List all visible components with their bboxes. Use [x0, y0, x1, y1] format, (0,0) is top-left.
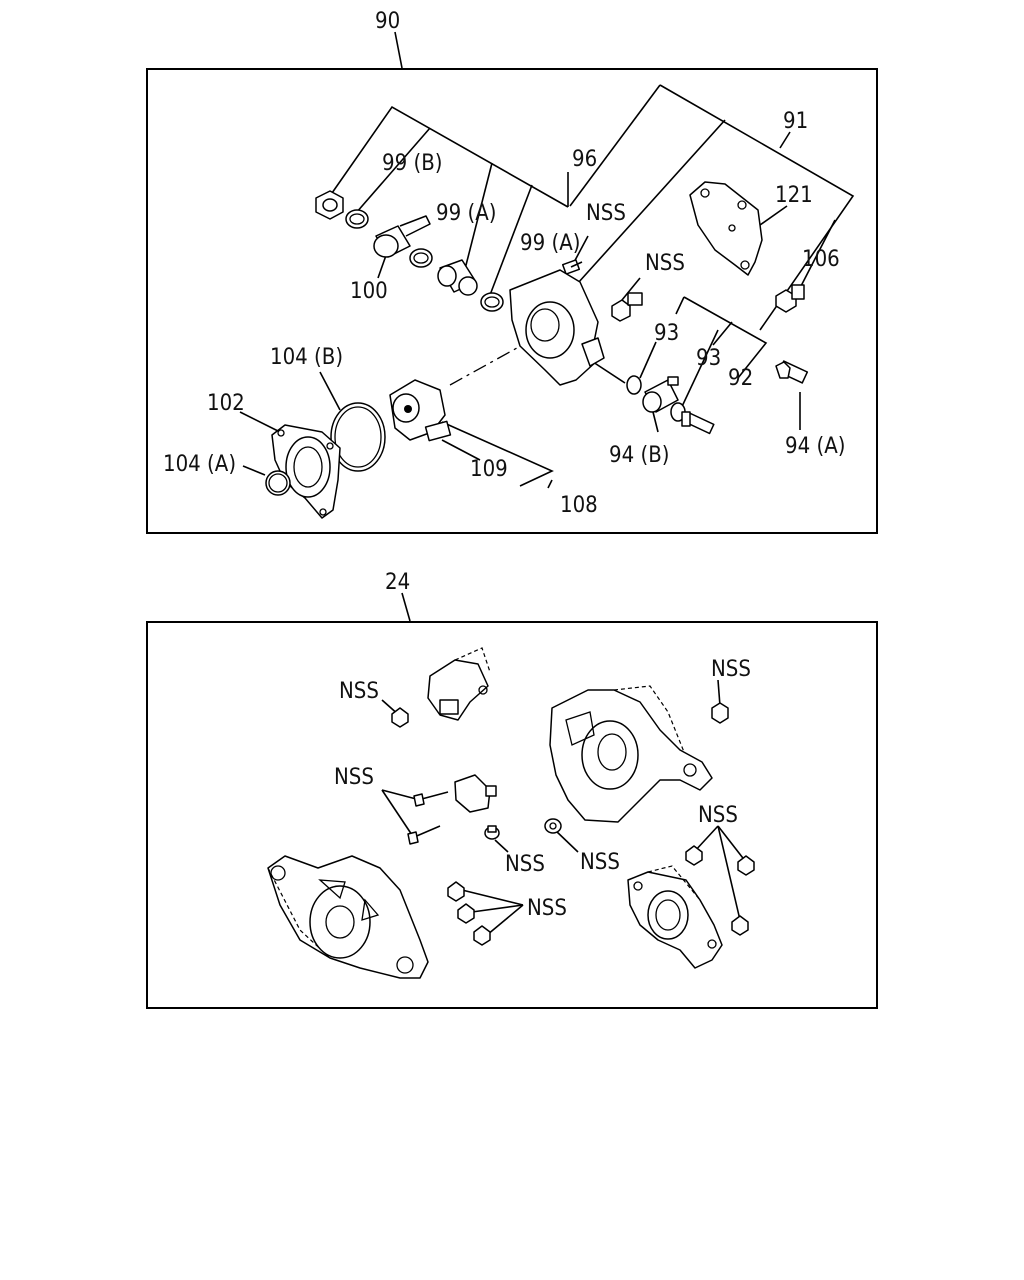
label-104a: 104 (A) — [163, 452, 236, 477]
label-nss-b6: NSS — [698, 803, 738, 828]
o-ring-part — [626, 375, 642, 395]
bolt-part — [391, 707, 409, 728]
regulator-part — [427, 647, 491, 721]
label-nss-b7: NSS — [527, 896, 567, 921]
o-ring-part — [480, 292, 504, 312]
bolt-group-right — [685, 845, 755, 936]
top-parts — [265, 181, 809, 519]
screw-part — [484, 825, 500, 840]
top-leader-lines — [239, 84, 855, 489]
large-o-ring-part — [330, 402, 386, 472]
end-plate-part — [271, 424, 341, 519]
label-94b: 94 (B) — [609, 443, 670, 468]
bolt-part — [775, 284, 805, 313]
label-91: 91 — [783, 109, 808, 134]
end-frame-part — [627, 865, 723, 969]
bottom-labels: NSS NSS NSS NSS NSS NSS NSS — [334, 657, 751, 921]
label-nss-b3: NSS — [334, 765, 374, 790]
bushing-part — [642, 376, 679, 413]
label-121: 121 — [775, 183, 813, 208]
label-nss-b1: NSS — [339, 679, 379, 704]
rear-housing-part — [549, 685, 713, 823]
bolt-part — [775, 360, 809, 384]
label-100: 100 — [350, 279, 388, 304]
top-panel-frame — [146, 68, 878, 534]
label-93-2: 93 — [696, 346, 721, 371]
hex-nut-part — [711, 702, 729, 724]
bottom-leader-lines — [381, 679, 747, 936]
bolt-part — [681, 411, 715, 435]
label-99b: 99 (B) — [382, 151, 443, 176]
long-bolt-part — [407, 791, 449, 845]
cover-plate-part — [689, 181, 763, 276]
brush-holder-part — [454, 774, 497, 813]
label-nss-b2: NSS — [711, 657, 751, 682]
label-99a-2: 99 (A) — [520, 231, 580, 256]
label-99a-1: 99 (A) — [436, 201, 496, 226]
rectifier-part — [389, 379, 452, 442]
top-panel: 90 — [146, 9, 878, 534]
bottom-parts — [267, 647, 755, 979]
label-nss-2: NSS — [645, 251, 685, 276]
label-102: 102 — [207, 391, 245, 416]
label-24: 24 — [385, 570, 410, 595]
front-bracket-part — [267, 855, 429, 979]
label-108: 108 — [560, 493, 598, 518]
label-109: 109 — [470, 457, 508, 482]
label-104b: 104 (B) — [270, 345, 343, 370]
o-ring-part — [409, 248, 433, 268]
hex-nut-part — [315, 190, 344, 220]
label-106: 106 — [802, 247, 840, 272]
bottom-panel: 24 — [146, 570, 878, 1009]
label-96: 96 — [572, 147, 597, 172]
washer-part — [544, 818, 562, 834]
bolt-part — [611, 292, 643, 322]
bolt-group-left — [447, 881, 491, 946]
sleeve-part — [437, 259, 478, 296]
label-93-1: 93 — [654, 321, 679, 346]
label-nss-1: NSS — [586, 201, 626, 226]
label-nss-b4: NSS — [505, 852, 545, 877]
housing-part — [509, 269, 605, 386]
bolt-part — [561, 259, 583, 275]
label-94a: 94 (A) — [785, 434, 845, 459]
bottom-panel-frame — [146, 621, 878, 1009]
label-nss-b5: NSS — [580, 850, 620, 875]
o-ring-part — [345, 209, 369, 229]
label-90: 90 — [375, 9, 400, 34]
top-labels: 91 96 99 (B) 99 (A) 99 (A) 100 NSS NSS 1… — [163, 109, 845, 518]
label-92: 92 — [728, 366, 753, 391]
bushing-part — [373, 215, 431, 258]
